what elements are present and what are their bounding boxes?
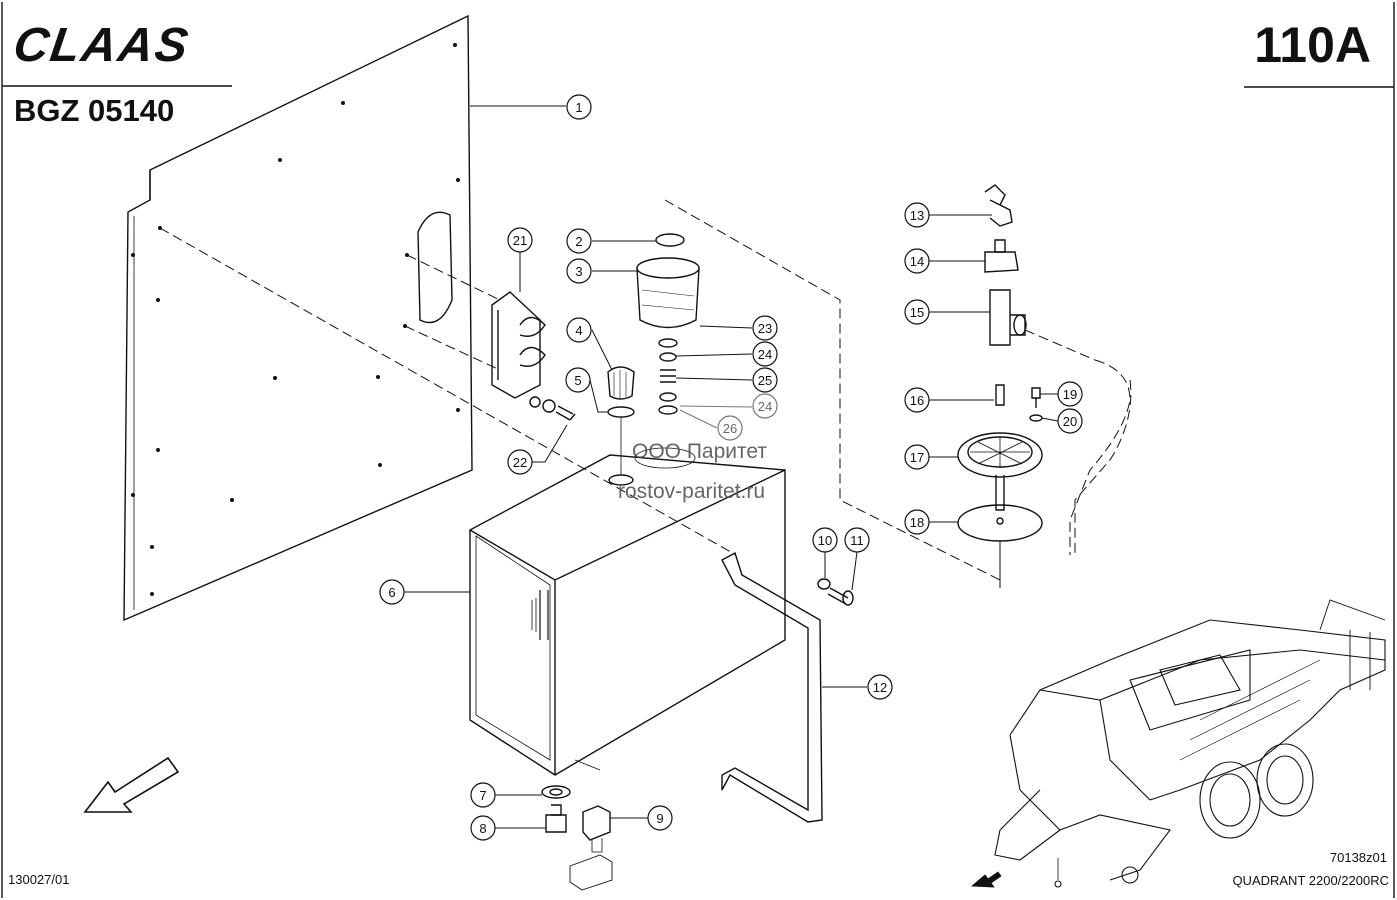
callout-circle: [752, 393, 778, 419]
callout-label: 21: [513, 233, 527, 248]
callout-circle: [379, 579, 405, 605]
callout-circle: [717, 415, 743, 441]
filler-cap-shape: [607, 366, 635, 486]
callout-label: 25: [758, 373, 772, 388]
callout-circle: [1057, 408, 1083, 434]
callout-label: 12: [873, 680, 887, 695]
callout-label: 6: [388, 585, 395, 600]
callout-label: 7: [479, 788, 486, 803]
callout-label: 2: [575, 234, 582, 249]
filter-element-shape: [636, 257, 700, 329]
callout-circle: [565, 367, 591, 393]
bracket-shape: [491, 291, 546, 399]
strap-shape: [721, 551, 823, 823]
callout-labels: 1 2 3 4 5 6 7 8 9 10 11 12 13 14 15 16 1…: [388, 100, 1077, 836]
callout-circle: [904, 202, 930, 228]
callout-label: 23: [758, 321, 772, 336]
callout-circle: [904, 248, 930, 274]
spring-stack-shape: [658, 338, 678, 415]
callout-label: 16: [910, 393, 924, 408]
callout-circle: [844, 527, 870, 553]
callout-label: 8: [479, 821, 486, 836]
callout-circle: [470, 782, 496, 808]
callout-label: 18: [910, 515, 924, 530]
page-code: 110A: [1254, 17, 1371, 73]
callout-circle: [470, 815, 496, 841]
callout-circle: [566, 258, 592, 284]
disc-17-shape: [957, 432, 1043, 478]
watermark-website: rostov-paritet.ru: [618, 480, 766, 503]
callout-circle: [904, 299, 930, 325]
baler-machine-thumbnail: [994, 599, 1386, 888]
bolt-22-shape: [529, 396, 576, 421]
document-number: BGZ 05140: [14, 93, 175, 128]
callout-label: 26: [723, 421, 737, 436]
watermark-company: ООО Паритет: [632, 440, 768, 463]
callout-circle: [566, 317, 592, 343]
callout-label: 24: [758, 399, 772, 414]
callout-label: 10: [818, 533, 832, 548]
callout-circle: [507, 449, 533, 475]
callout-label: 15: [910, 305, 924, 320]
callout-circle: [752, 341, 778, 367]
callout-label: 1: [575, 100, 582, 115]
callout-label: 17: [910, 450, 924, 465]
filter-washer-shape: [655, 233, 685, 247]
strap-bolt-shape: [817, 578, 854, 606]
callout-circle: [812, 527, 838, 553]
callout-circle: [647, 805, 673, 831]
callout-circle: [867, 674, 893, 700]
callout-circle: [1057, 381, 1083, 407]
footer-left-code: 130027/01: [8, 872, 70, 887]
cover-panel-holes: [131, 43, 460, 596]
callout-bubbles: [379, 94, 1083, 841]
callout-label: 4: [575, 323, 582, 338]
callout-label: 13: [910, 208, 924, 223]
callout-label: 24: [758, 347, 772, 362]
callout-label: 9: [656, 811, 663, 826]
footer-figure-code: 70138z01: [1329, 850, 1387, 865]
direction-arrow: [83, 756, 180, 813]
callout-label: 3: [575, 264, 582, 279]
small-arrow: [970, 871, 1002, 888]
callout-label: 11: [850, 533, 864, 548]
plate-18-shape: [957, 475, 1043, 542]
callout-label: 22: [513, 455, 527, 470]
assembly-dashes: [159, 199, 1132, 581]
fitting-column-shape: [984, 184, 1043, 422]
callout-label: 14: [910, 254, 924, 269]
callout-circle: [752, 315, 778, 341]
callout-circle: [566, 228, 592, 254]
callout-circle: [904, 387, 930, 413]
callout-circle: [507, 227, 533, 253]
callout-circle: [904, 509, 930, 535]
callout-circle: [752, 367, 778, 393]
callout-label: 5: [574, 373, 581, 388]
drain-parts-shape: [541, 785, 613, 891]
callout-circle: [566, 94, 592, 120]
callout-leaders: [404, 105, 1059, 829]
callout-circle: [904, 444, 930, 470]
hydraulic-tank-shape: [469, 454, 786, 776]
cover-panel-shape: [123, 14, 473, 622]
callout-label: 19: [1063, 387, 1077, 402]
footer-model: QUADRANT 2200/2200RC: [1232, 873, 1389, 888]
callout-label: 20: [1063, 414, 1077, 429]
